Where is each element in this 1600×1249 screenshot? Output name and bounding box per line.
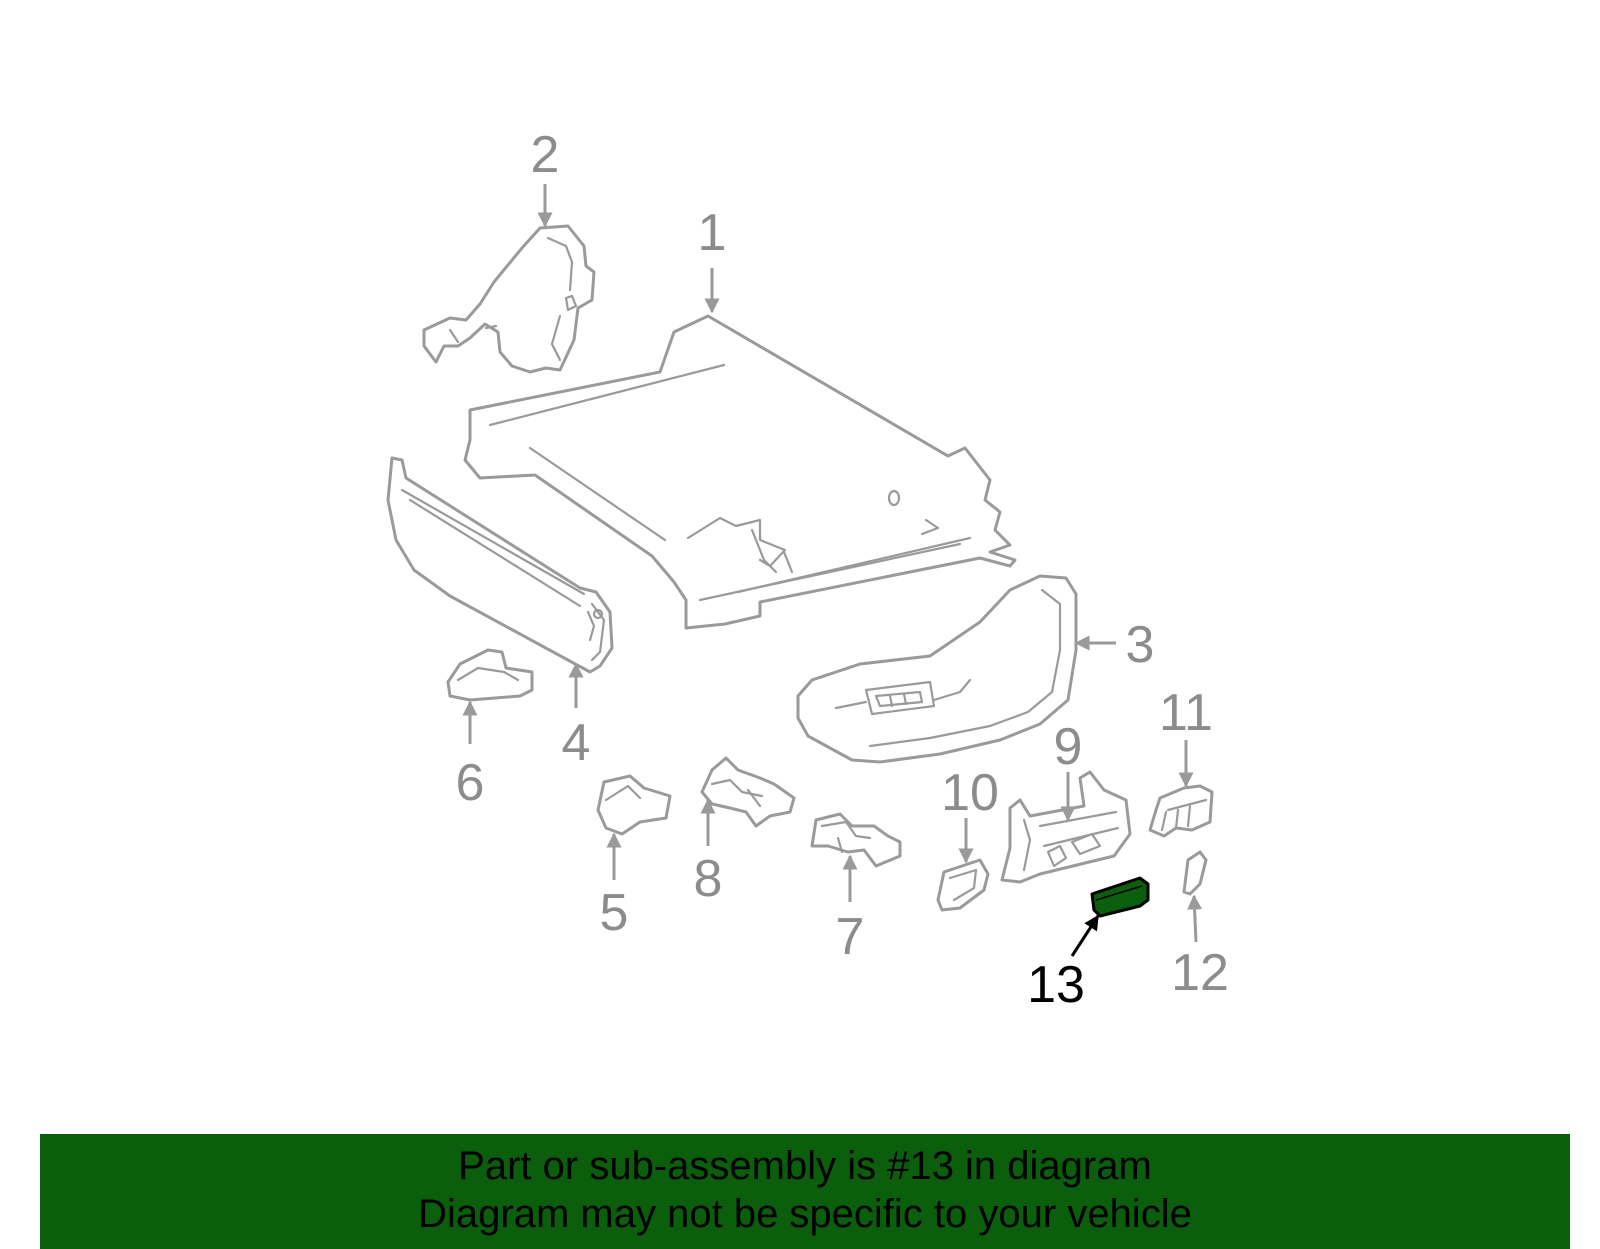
callout-12[interactable]: 12 [1171, 944, 1229, 1002]
part-2-recliner-cover[interactable] [422, 224, 596, 374]
part-9-switch-assembly[interactable] [1000, 770, 1132, 884]
part-8-bracket[interactable] [700, 756, 796, 828]
part-7-bracket[interactable] [810, 812, 902, 868]
part-13-highlighted-knob[interactable] [1090, 876, 1150, 918]
leader-lines [462, 184, 1203, 957]
leader-13 [1070, 914, 1100, 957]
callout-11[interactable]: 11 [1159, 684, 1213, 742]
callout-4[interactable]: 4 [562, 714, 591, 772]
callout-6[interactable]: 6 [456, 754, 485, 812]
banner-line-part-number: Part or sub-assembly is #13 in diagram [458, 1144, 1152, 1188]
callout-labels: 1 2 3 4 5 6 7 8 9 10 11 12 13 [456, 126, 1229, 1014]
part-6-cover[interactable] [446, 648, 534, 702]
banner-line-disclaimer: Diagram may not be specific to your vehi… [418, 1192, 1192, 1236]
part-5-knob[interactable] [596, 774, 672, 836]
part-3-side-shield[interactable] [796, 574, 1078, 764]
callout-10[interactable]: 10 [941, 764, 999, 822]
callout-7[interactable]: 7 [836, 908, 865, 966]
part-4-trim-panel[interactable] [386, 456, 614, 674]
part-10-knob-cap[interactable] [936, 858, 990, 912]
callout-8[interactable]: 8 [694, 850, 723, 908]
callout-2[interactable]: 2 [531, 126, 560, 184]
info-banner: Part or sub-assembly is #13 in diagram D… [40, 1134, 1570, 1249]
part-1-seat-frame[interactable] [463, 314, 1017, 630]
callout-5[interactable]: 5 [600, 884, 629, 942]
callout-3[interactable]: 3 [1126, 616, 1155, 674]
part-12-knob[interactable] [1182, 850, 1208, 896]
part-11-switch[interactable] [1148, 784, 1214, 838]
callout-1[interactable]: 1 [698, 204, 727, 262]
callout-13-highlighted[interactable]: 13 [1027, 956, 1085, 1014]
leader-12 [1187, 894, 1203, 943]
callout-9[interactable]: 9 [1054, 718, 1083, 776]
